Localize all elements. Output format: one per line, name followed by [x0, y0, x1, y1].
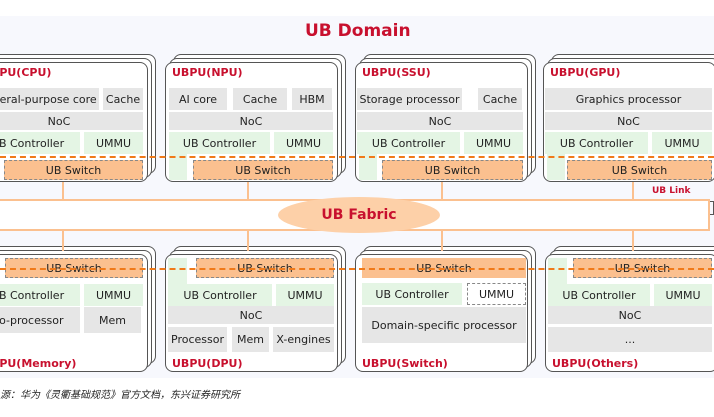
noc-block: NoC [0, 112, 143, 130]
graphics-processor-block: Graphics processor [545, 88, 712, 110]
processor-block: Processor [168, 327, 227, 352]
controller-extension [548, 258, 567, 284]
storage-processor-block: Storage processor [357, 88, 462, 110]
source-note: 源：华为《灵衢基础规范》官方文档，东兴证券研究所 [0, 390, 240, 401]
ub-link-dashed-line-top [0, 156, 714, 158]
noc-block: NoC [168, 306, 334, 324]
hbm-block: HBM [292, 88, 332, 110]
ubpu-card-title: UBPU(Memory) [0, 357, 77, 370]
ub-link-line [62, 182, 64, 200]
domain-specific-processor-block: Domain-specific processor [362, 307, 526, 343]
ubpu-card-title: UBPU(Switch) [362, 357, 448, 370]
co-processor-block: Co-processor [0, 307, 80, 333]
ai-core-block: AI core [169, 88, 227, 110]
ummu-block: UMMU [276, 284, 334, 306]
ub-link-line [247, 231, 249, 251]
core-block: General-purpose core [0, 88, 99, 110]
ummu-block: UMMU [464, 132, 523, 154]
controller-extension [168, 258, 187, 284]
ub-link-line [62, 231, 64, 251]
x-engines-block: X-engines [273, 327, 334, 352]
ub-switch-block: UB Switch [4, 160, 143, 180]
ub-switch-block: UB Switch [382, 160, 523, 180]
ubpu-card-title: UBPU(SSU) [362, 66, 431, 79]
ubpu-card-title: UBPU(DPU) [172, 357, 243, 370]
ub-controller-block: UB Controller [0, 284, 80, 306]
ub-fabric-label: UB Fabric [278, 197, 440, 233]
controller-extension [169, 154, 187, 180]
ummu-block: UMMU [467, 283, 526, 305]
noc-block: NoC [169, 112, 333, 130]
mem-block: Mem [84, 307, 141, 333]
ummu-block: UMMU [654, 284, 712, 306]
ub-switch-block: UB Switch [567, 160, 712, 180]
more-block: ... [548, 327, 712, 352]
ummu-block: UMMU [274, 132, 333, 154]
ub-controller-block: UB Controller [357, 132, 460, 154]
ub-controller-block: UB Controller [0, 132, 80, 154]
ub-controller-block: UB Controller [362, 283, 462, 305]
ub-link-line [441, 231, 443, 251]
controller-extension [547, 154, 565, 180]
controller-extension [359, 154, 377, 180]
ub-switch-block: UB Switch [193, 160, 333, 180]
cache-block: Cache [103, 88, 143, 110]
ubpu-card-title: UBPU(Others) [552, 357, 639, 370]
ub-controller-block: UB Controller [545, 132, 648, 154]
ubpu-card-title: UBPU(CPU) [0, 66, 52, 79]
diagram-title: UB Domain [305, 21, 411, 41]
mem-block: Mem [232, 327, 269, 352]
ubpu-card-title: UBPU(NPU) [172, 66, 243, 79]
ub-controller-block: UB Controller [168, 284, 272, 306]
noc-block: NoC [357, 112, 523, 130]
ub-controller-block: UB Controller [169, 132, 270, 154]
fabric-connector [710, 201, 714, 215]
ub-link-line [632, 231, 634, 251]
ummu-block: UMMU [652, 132, 712, 154]
cache-block: Cache [478, 88, 522, 110]
ub-link-line [632, 182, 634, 200]
ummu-block: UMMU [84, 132, 143, 154]
ub-controller-block: UB Controller [548, 284, 650, 306]
ub-link-line [441, 182, 443, 200]
cache-block: Cache [233, 88, 287, 110]
noc-block: NoC [545, 112, 712, 130]
ummu-block: UMMU [84, 284, 143, 306]
ubpu-card-title: UBPU(GPU) [550, 66, 621, 79]
ub-link-dashed-line-bottom [0, 268, 714, 270]
noc-block: NoC [548, 306, 712, 324]
ub-link-line [247, 182, 249, 200]
ub-link-label: UB Link [652, 186, 691, 196]
